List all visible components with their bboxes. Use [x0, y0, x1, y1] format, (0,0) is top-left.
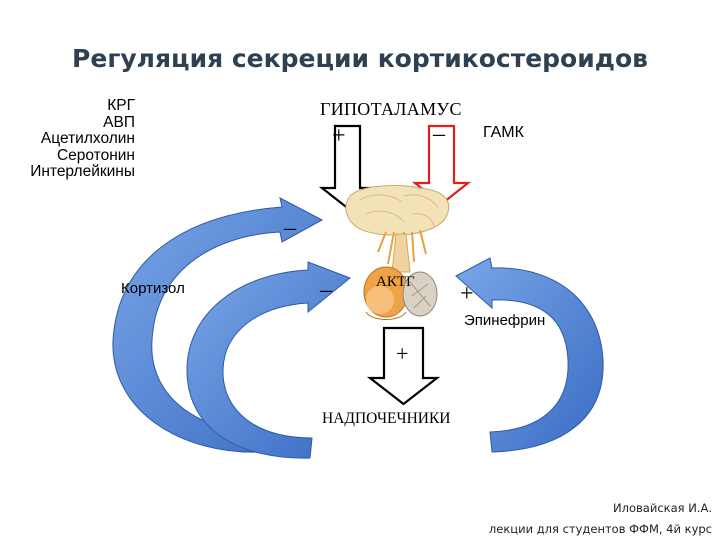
- gaba-down-arrow: [411, 124, 472, 206]
- author-credit: Иловайская И.А.: [613, 501, 712, 515]
- factor-label: Ацетилхолин: [40, 130, 135, 147]
- pituitary-illustration: [345, 185, 450, 320]
- stimulating-factors-list: КРГ АВП Ацетилхолин Серотонин Интерлейки…: [30, 97, 135, 181]
- cortisol-label: Кортизол: [121, 280, 185, 297]
- gaba-label: ГАМК: [483, 124, 524, 141]
- adrenals-label: НАДПОЧЕЧНИКИ: [322, 410, 451, 427]
- cortisol-hypothalamus-minus-sign: –: [284, 215, 296, 241]
- slide-title: Регуляция секреции кортикостероидов: [72, 44, 648, 73]
- gaba-minus-sign: –: [433, 121, 445, 147]
- course-credit: лекции для студентов ФФМ, 4й курс: [488, 522, 712, 536]
- factor-label: АВП: [103, 113, 135, 131]
- hypothalamus-plus-sign: +: [332, 123, 346, 149]
- acth-plus-sign: +: [396, 341, 409, 366]
- acth-down-arrow: [366, 326, 441, 406]
- factor-label: КРГ: [107, 97, 135, 114]
- epinephrine-loop-arrow: [455, 257, 604, 453]
- epinephrine-plus-sign: +: [460, 281, 474, 307]
- epinephrine-label: Эпинефрин: [464, 312, 546, 329]
- inner-feedback-arrow: [186, 261, 351, 459]
- acth-label: АКТГ: [376, 274, 415, 290]
- cortisol-pituitary-minus-sign: –: [320, 277, 332, 303]
- factor-label: Интерлейкины: [30, 163, 135, 180]
- hypothalamus-label: ГИПОТАЛАМУС: [320, 99, 462, 119]
- factor-label: Серотонин: [56, 146, 135, 164]
